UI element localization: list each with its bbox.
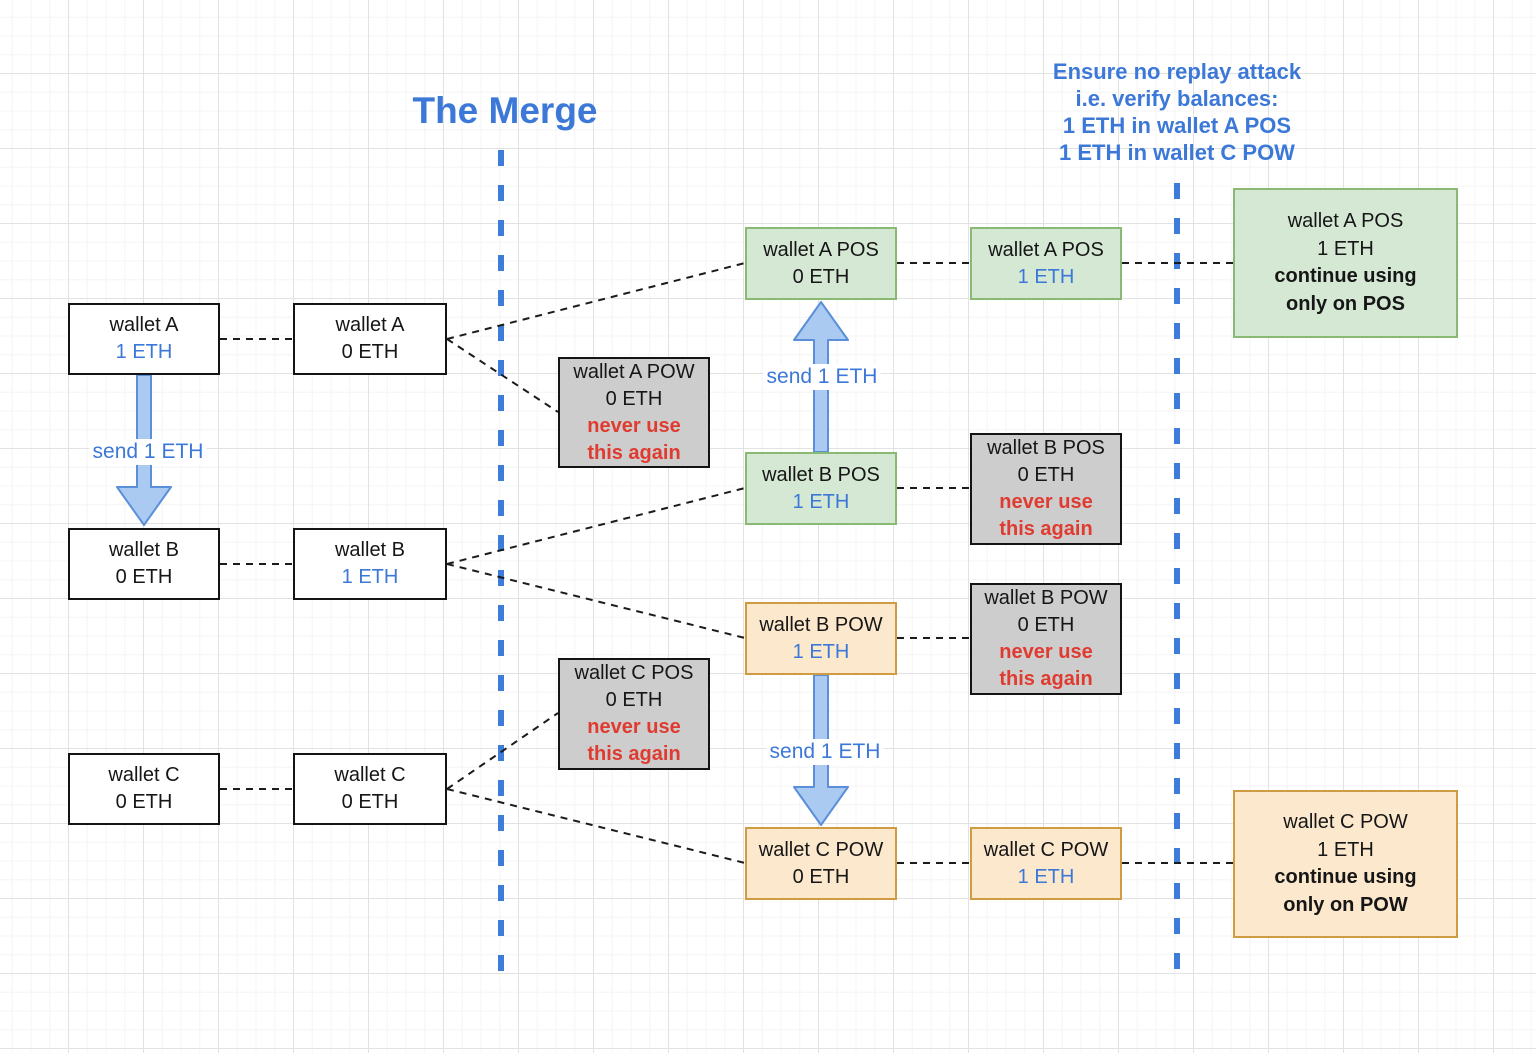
wallet-a-pos-0eth: wallet A POS 0 ETH [745,227,897,300]
node-text-line: continue using [1274,866,1417,888]
wallet-b-pos-1eth: wallet B POS 1 ETH [745,452,897,525]
node-text-line: 1 ETH [1017,265,1075,288]
node-text-line: wallet C [334,764,406,786]
node-text-line: wallet A [109,314,179,336]
node-text-line: this again [587,743,681,765]
note-line: 1 ETH in wallet A POS [1062,113,1292,138]
wallet-a-before: wallet A 1 ETH [68,303,220,375]
wallet-c-pow-0eth: wallet C POW 0 ETH [745,827,897,900]
send-eth-label: send 1 ETH [766,739,884,765]
wallet-c-after-send: wallet C 0 ETH [293,753,447,825]
node-text-line: 1 ETH [341,566,399,588]
dashed-connector [446,487,746,565]
wallet-b-pos-never-use: wallet B POS 0 ETH never use this again [970,433,1122,545]
node-text-line: wallet B POW [984,587,1108,609]
node-text-line: 0 ETH [115,791,173,813]
dashed-connector [446,788,746,864]
node-text-line: wallet A [335,314,405,336]
send-eth-label: send 1 ETH [763,364,881,390]
node-text-line: 1 ETH [792,490,850,513]
node-text-line: 1 ETH [1317,237,1374,260]
node-text-line: wallet C POW [1283,811,1408,833]
wallet-c-before: wallet C 0 ETH [68,753,220,825]
node-text-line: wallet A POS [1287,210,1404,232]
node-text-line: 1 ETH [1017,865,1075,888]
wallet-b-pow-1eth: wallet B POW 1 ETH [745,602,897,675]
node-text-line: 0 ETH [341,341,399,363]
node-text-line: never use [587,414,681,437]
wallet-b-after-send: wallet B 1 ETH [293,528,447,600]
wallet-a-pos-1eth: wallet A POS 1 ETH [970,227,1122,300]
wallet-b-pow-never-use: wallet B POW 0 ETH never use this again [970,583,1122,695]
node-text-line: wallet B POS [987,437,1105,459]
send-eth-label: send 1 ETH [89,439,207,465]
node-text-line: 1 ETH [792,640,850,663]
node-text-line: wallet C POW [983,838,1109,861]
node-text-line: wallet C [108,764,180,786]
diagram-title: The Merge [412,90,598,131]
node-text-line: wallet B [334,539,406,561]
note-line: Ensure no replay attack [1052,59,1302,84]
node-text-line: wallet A POS [763,238,879,261]
node-text-line: wallet A POS [988,238,1104,261]
dashed-connector [446,262,746,340]
note-line: i.e. verify balances: [1075,86,1279,111]
node-text-line: this again [999,668,1093,690]
node-text-line: wallet B [108,539,180,561]
node-text-line: only on POS [1286,292,1405,315]
node-text-line: never use [587,716,681,738]
wallet-c-pow-1eth: wallet C POW 1 ETH [970,827,1122,900]
wallet-a-after-send: wallet A 0 ETH [293,303,447,375]
node-text-line: this again [587,441,681,464]
node-text-line: 0 ETH [792,265,850,288]
wallet-c-pow-final: wallet C POW 1 ETH continue using only on P… [1233,790,1458,938]
wallet-c-pos-never-use: wallet C POS 0 ETH never use this again [558,658,710,770]
dashed-connector [446,338,559,413]
note-line: 1 ETH in wallet C POW [1059,140,1295,165]
node-text-line: 1 ETH [1317,838,1374,861]
node-text-line: 0 ETH [1017,464,1075,486]
wallet-b-before: wallet B 0 ETH [68,528,220,600]
node-text-line: 0 ETH [605,387,663,410]
node-text-line: 0 ETH [605,689,663,711]
node-text-line: never use [999,641,1093,663]
node-text-line: wallet A POW [573,360,695,383]
node-text-line: continue using [1274,265,1417,287]
node-text-line: never use [999,491,1093,513]
node-text-line: 0 ETH [1017,614,1075,636]
node-text-line: wallet B POW [759,613,883,636]
replay-attack-note: Ensure no replay attack i.e. verify bala… [1026,58,1328,166]
node-text-line: wallet C POW [758,838,884,861]
node-text-line: wallet B POS [762,463,880,486]
node-text-line: 0 ETH [341,791,399,813]
wallet-a-pos-final: wallet A POS 1 ETH continue using only on P… [1233,188,1458,338]
wallet-a-pow-never-use: wallet A POW 0 ETH never use this again [558,357,710,468]
dashed-connector [446,563,746,639]
node-text-line: 0 ETH [792,865,850,888]
node-text-line: 0 ETH [115,566,173,588]
dashed-connector [446,712,559,790]
node-text-line: 1 ETH [115,341,173,363]
node-text-line: wallet C POS [574,662,694,684]
node-text-line: this again [999,518,1093,540]
node-text-line: only on POW [1283,893,1408,916]
